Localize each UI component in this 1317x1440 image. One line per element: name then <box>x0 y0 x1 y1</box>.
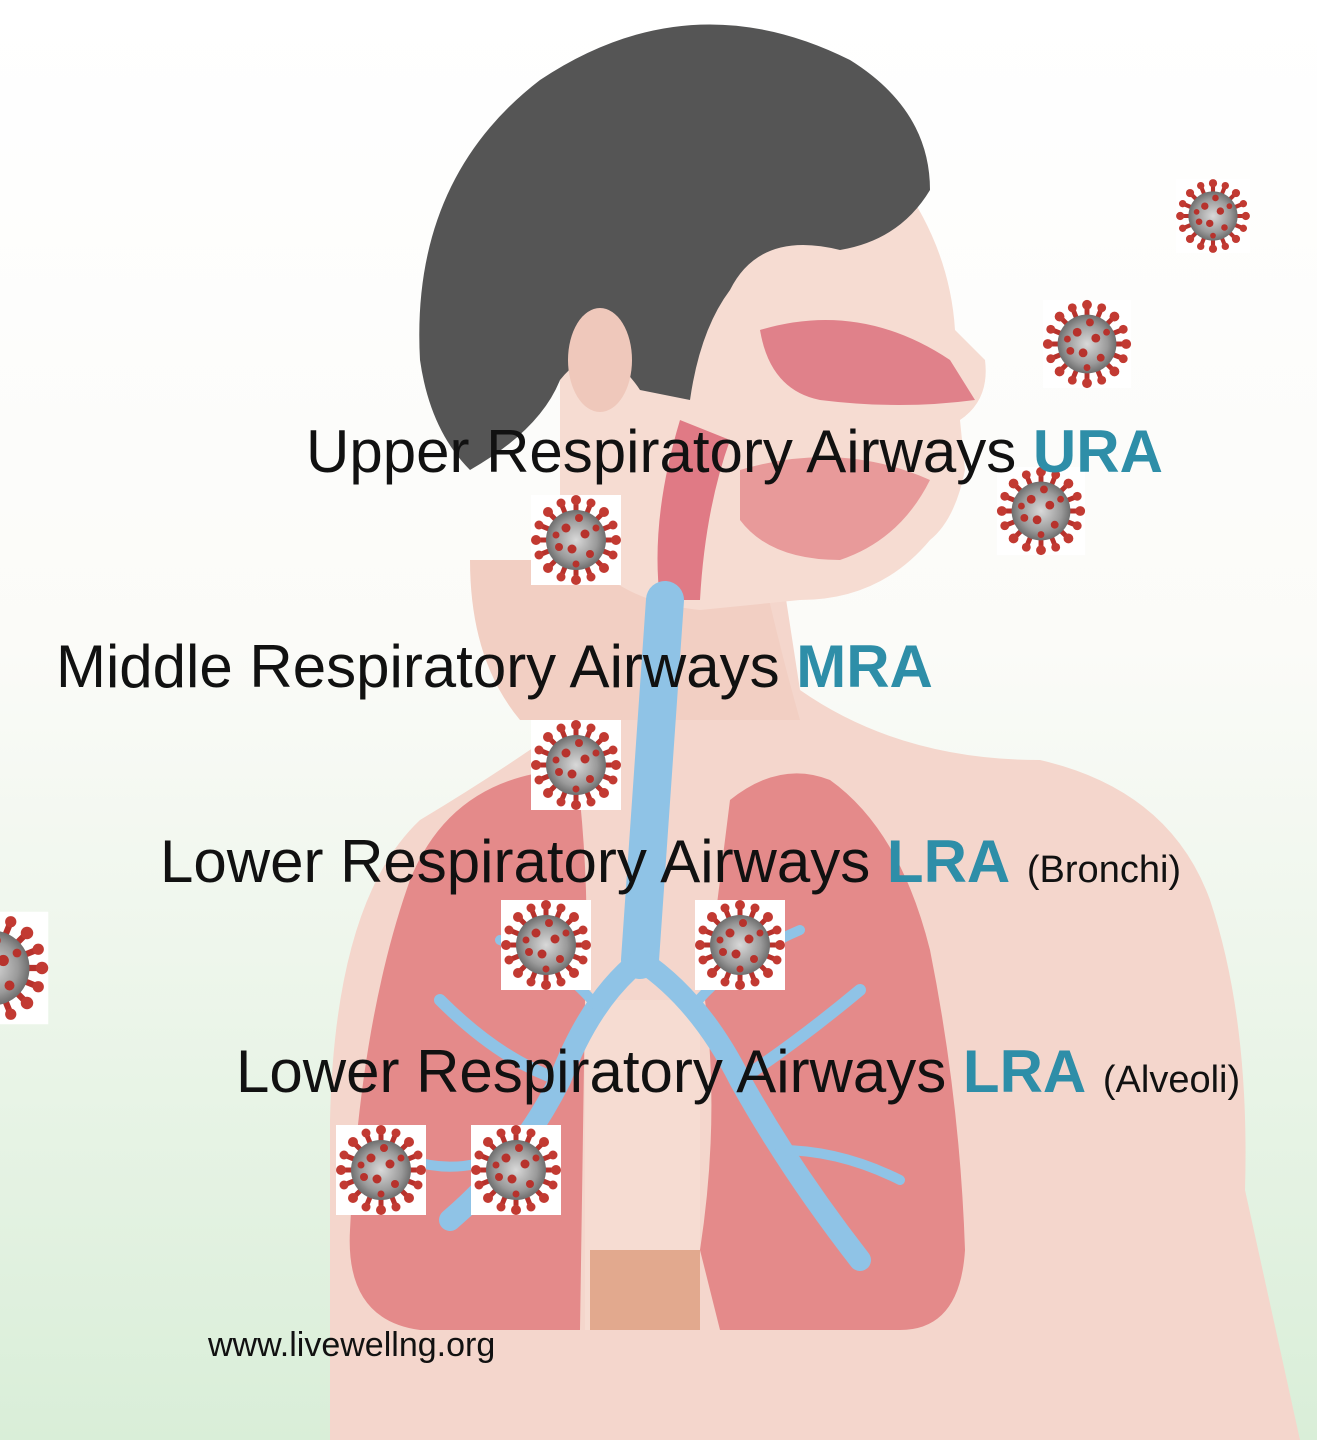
sub-alveoli: (Alveoli) <box>1103 1059 1240 1101</box>
abbr-mra: MRA <box>796 633 933 700</box>
coronavirus-icon <box>531 720 621 810</box>
diaphragm <box>590 1250 700 1330</box>
label-lower-respiratory-airways-bronchi: Lower Respiratory Airways LRA (Bronchi) <box>160 832 1181 892</box>
coronavirus-icon <box>531 495 621 585</box>
abbr-ura: URA <box>1033 418 1163 485</box>
coronavirus-icon <box>0 912 48 1025</box>
coronavirus-icon <box>695 900 785 990</box>
label-lower-respiratory-airways-alveoli: Lower Respiratory Airways LRA (Alveoli) <box>236 1042 1240 1102</box>
abbr-lra-alveoli: LRA <box>963 1038 1086 1105</box>
coronavirus-icon <box>471 1125 561 1215</box>
coronavirus-icon <box>1176 179 1250 253</box>
coronavirus-icon <box>1043 300 1131 388</box>
watermark-url: www.livewellng.org <box>208 1326 495 1365</box>
abbr-lra-bronchi: LRA <box>887 828 1010 895</box>
sub-bronchi: (Bronchi) <box>1027 849 1181 891</box>
label-middle-respiratory-airways: Middle Respiratory Airways MRA <box>56 637 933 697</box>
ear <box>568 308 632 412</box>
label-upper-respiratory-airways: Upper Respiratory Airways URA <box>306 422 1163 482</box>
coronavirus-icon <box>336 1125 426 1215</box>
coronavirus-icon <box>501 900 591 990</box>
